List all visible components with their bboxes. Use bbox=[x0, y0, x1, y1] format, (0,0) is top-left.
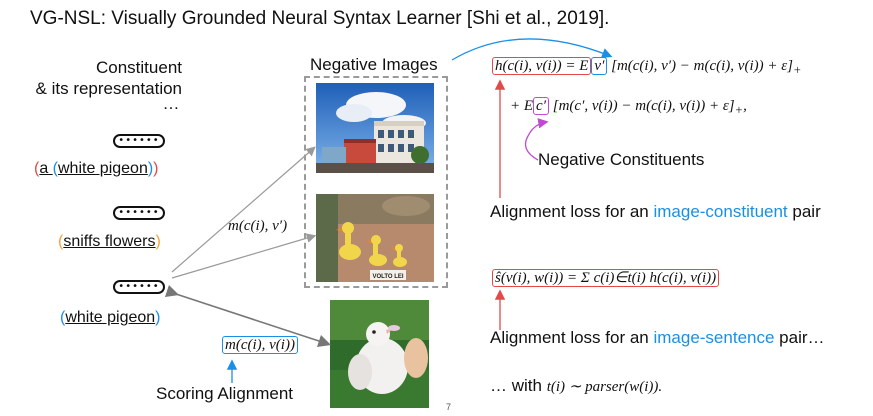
equation-2: ŝ(v(i), w(i)) = Σ c(i)∈t(i) h(c(i), v(i)… bbox=[492, 268, 720, 287]
scoring-alignment-label: Scoring Alignment bbox=[156, 384, 294, 403]
arrow-pigeon-link bbox=[164, 284, 332, 348]
phrase-white-pigeon: (white pigeon) bbox=[60, 309, 161, 326]
ducks-photo-icon: VOLTO LEI bbox=[316, 194, 434, 282]
phrase-a-white-pigeon: (a (white pigeon)) bbox=[34, 160, 159, 177]
pigeon-photo-icon bbox=[330, 300, 429, 408]
negative-image-ducks: VOLTO LEI bbox=[316, 194, 434, 282]
score-positive: m(c(i), v(i)) bbox=[222, 336, 298, 354]
arrow-neg-images-to-equation bbox=[451, 38, 613, 61]
ellipsis: … bbox=[162, 94, 180, 113]
negative-images-label: Negative Images bbox=[310, 55, 438, 74]
building-photo-icon bbox=[316, 83, 434, 173]
embedding-pill-2: •••••• bbox=[113, 206, 165, 220]
arrow-to-ducks bbox=[171, 233, 317, 279]
embedding-pill-1: •••••• bbox=[113, 134, 165, 148]
score-negative: m(c(i), v′) bbox=[228, 218, 288, 234]
phrase-sniffs-flowers: (sniffs flowers) bbox=[58, 233, 161, 250]
with-parser-line: … with t(i) ∼ parser(w(i)). bbox=[490, 376, 663, 395]
slide-title: VG-NSL: Visually Grounded Neural Syntax … bbox=[30, 8, 610, 29]
arrow-negative-constituents bbox=[524, 118, 549, 161]
positive-image-pigeon bbox=[330, 300, 429, 408]
negative-image-building bbox=[316, 83, 434, 173]
representation-label: & its representation bbox=[35, 79, 182, 98]
negative-constituents-label: Negative Constituents bbox=[538, 150, 705, 169]
alignment-loss-sentence: Alignment loss for an image-sentence pai… bbox=[490, 328, 825, 347]
page-number: 7 bbox=[446, 402, 452, 412]
alignment-loss-constituent: Alignment loss for an image-constituent … bbox=[490, 202, 821, 221]
negative-images-box bbox=[304, 76, 448, 288]
constituent-label: Constituent bbox=[96, 58, 182, 77]
embedding-pill-3: •••••• bbox=[113, 280, 165, 294]
arrow-to-building bbox=[171, 146, 316, 273]
svg-text:VOLTO LEI: VOLTO LEI bbox=[372, 274, 403, 280]
